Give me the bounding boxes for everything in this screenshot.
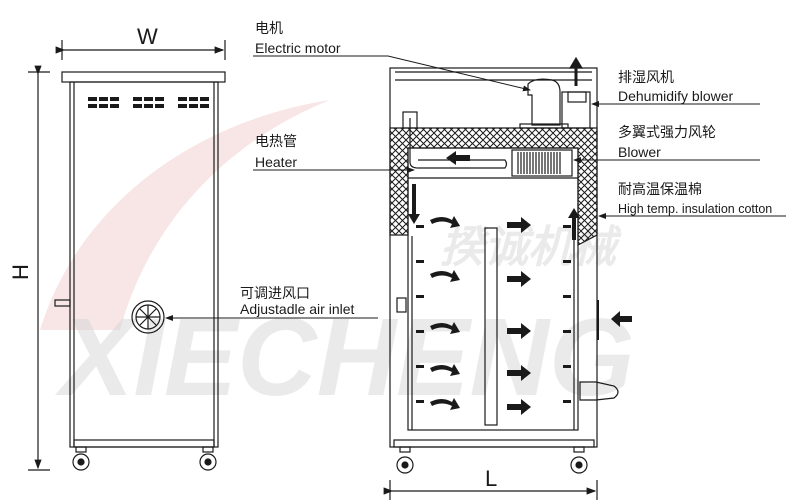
caster-icon bbox=[72, 446, 217, 471]
dehumidify-label-en: Dehumidify blower bbox=[618, 88, 733, 104]
side-view-cabinet bbox=[54, 71, 226, 471]
airflow-arrows bbox=[408, 147, 632, 415]
air-inlet-label-en: Adjustadle air inlet bbox=[240, 301, 355, 317]
dim-l-label: L bbox=[485, 466, 497, 491]
dim-w-label: W bbox=[137, 24, 158, 49]
dimension-l bbox=[383, 480, 598, 500]
insulation-label-cn: 耐高温保温棉 bbox=[618, 181, 702, 197]
heater-tube-icon bbox=[409, 118, 508, 169]
dimension-h bbox=[28, 65, 50, 471]
dehumidify-label-cn: 排湿风机 bbox=[618, 69, 674, 85]
caster-icon bbox=[396, 446, 588, 474]
air-inlet-label-cn: 可调进风口 bbox=[240, 285, 310, 301]
front-section-cabinet bbox=[389, 56, 619, 474]
blower-label-en: Blower bbox=[618, 144, 661, 160]
blower-label-cn: 多翼式强力风轮 bbox=[618, 124, 716, 140]
side-handle bbox=[54, 299, 71, 307]
heater-label-en: Heater bbox=[255, 154, 297, 170]
blower-wheel-icon bbox=[511, 149, 573, 177]
motor-label-cn: 电机 bbox=[255, 20, 283, 36]
shelf-ticks bbox=[416, 225, 571, 403]
door-latch bbox=[579, 381, 619, 401]
leader-lines bbox=[165, 55, 786, 321]
door-lock bbox=[396, 297, 407, 313]
electric-motor-icon bbox=[519, 78, 569, 129]
insulation-label-en: High temp. insulation cotton bbox=[618, 202, 772, 216]
motor-label-en: Electric motor bbox=[255, 40, 341, 56]
vent-slots bbox=[88, 97, 209, 108]
air-inlet-icon bbox=[131, 300, 165, 334]
center-partition bbox=[484, 227, 498, 426]
dim-h-label: H bbox=[8, 264, 33, 280]
dimension-w bbox=[55, 40, 226, 60]
heater-label-cn: 电热管 bbox=[255, 133, 297, 149]
